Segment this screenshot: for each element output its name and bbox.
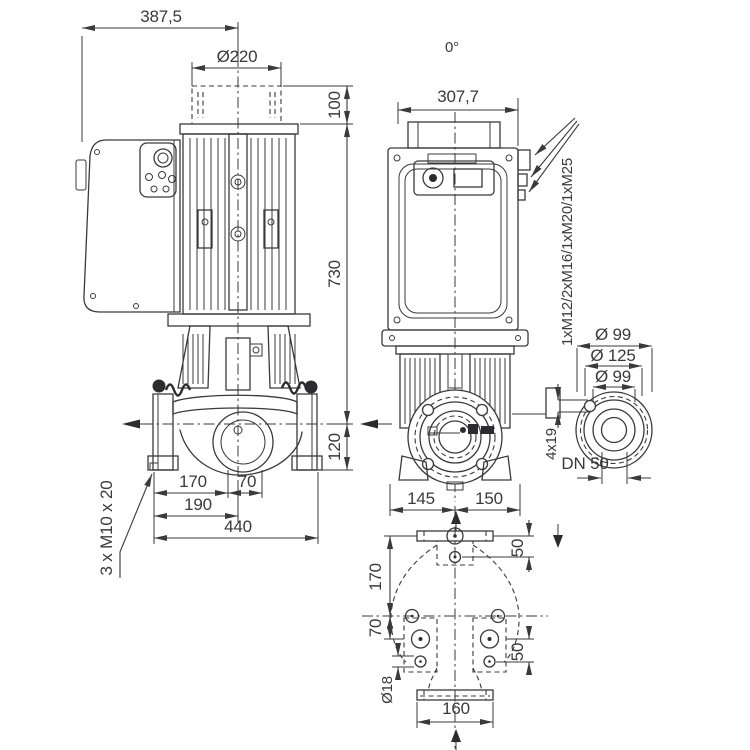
dim-raised-face: Ø 99 <box>595 367 631 386</box>
dim-foot-hole-diameter: Ø18 <box>379 676 396 704</box>
side-view: 0° 1xM12/2xM16/1xM20/1xM25 <box>381 39 580 502</box>
dim-bolt-holes: 4x19 <box>543 428 560 460</box>
side-view-dimensions: 307,7 145 150 <box>389 87 521 516</box>
dim-foot-left: 145 <box>407 489 435 508</box>
dim-axis-to-flange-hole: 170 <box>366 563 385 591</box>
dim-fan-height: 100 <box>325 91 344 119</box>
dim-bolt-circle: Ø 125 <box>590 346 635 365</box>
base-view-dimensions: 170 70 Ø18 50 50 160 <box>366 520 534 728</box>
flange-detail: Ø 99 Ø 125 Ø 99 4x19 DN 50 <box>543 325 653 484</box>
dim-foot-right: 150 <box>475 489 503 508</box>
dim-foot-offset-b: 70 <box>238 472 257 491</box>
dim-offset-top: 50 <box>508 539 527 558</box>
dim-axis-to-foot-hole: 70 <box>366 619 385 638</box>
label-nominal-diameter: DN 50 <box>561 454 608 473</box>
label-angle: 0° <box>445 39 459 56</box>
label-plug-holes: 3 x M10 x 20 <box>97 481 116 576</box>
dim-flange-to-center: 190 <box>184 495 212 514</box>
dim-foot-spacing: 160 <box>442 699 470 718</box>
dim-module-width: 307,7 <box>437 87 479 106</box>
dim-axis-to-top: 730 <box>325 260 344 288</box>
dim-module-to-axis: 387,5 <box>140 7 182 26</box>
dim-offset-bottom: 50 <box>508 643 527 662</box>
front-view-dimensions: 387,5 Ø220 100 730 120 170 70 190 440 3 … <box>81 7 353 578</box>
dim-flange-outer: Ø 99 <box>595 325 631 344</box>
dim-axis-to-base: 120 <box>325 433 344 461</box>
dim-foot-offset-a: 170 <box>179 472 207 491</box>
label-cable-glands: 1xM12/2xM16/1xM20/1xM25 <box>559 158 576 346</box>
front-view <box>75 56 392 480</box>
dim-fan-diameter: Ø220 <box>217 47 258 66</box>
dim-port-to-port: 440 <box>224 517 252 536</box>
